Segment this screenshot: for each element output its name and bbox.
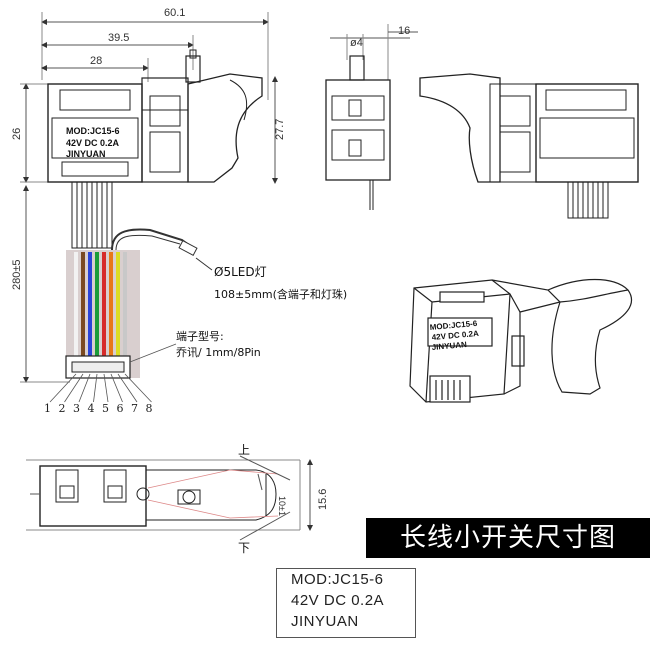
front-label-model: MOD:JC15-6	[66, 126, 120, 136]
nameplate-model: MOD:JC15-6	[291, 571, 384, 588]
dim-39-5: 39.5	[108, 32, 129, 44]
pin-leader-4	[93, 373, 98, 403]
dim-travel: 10±1	[277, 496, 287, 516]
pin-number-1: 1	[44, 402, 51, 415]
top-view	[26, 455, 313, 541]
pin-leader-6	[110, 373, 123, 403]
pin-number-6: 6	[117, 402, 124, 415]
pin-number-3: 3	[73, 402, 80, 415]
drawing-title: 长线小开关尺寸图	[366, 518, 650, 558]
direction-down-label: 下	[238, 541, 250, 555]
side-view	[325, 24, 418, 210]
pin-leader-1	[49, 373, 77, 403]
dim-26: 26	[11, 128, 23, 140]
iso-label-brand: JINYUAN	[431, 340, 467, 352]
iso-label-model: MOD:JC15-6	[429, 319, 478, 332]
pin-number-8: 8	[146, 402, 153, 415]
pin-leader-8	[124, 373, 152, 403]
pin-leader-5	[103, 373, 109, 403]
connector-note-line1: 端子型号:	[176, 329, 224, 343]
front-view	[20, 12, 278, 383]
rear-view	[419, 73, 639, 219]
wire-bundle	[74, 252, 127, 358]
pin-number-7: 7	[131, 402, 138, 415]
dim-width: 15.6	[317, 489, 329, 510]
dim-cable-length: 280±5	[11, 259, 23, 290]
dim-button-diameter: ø4	[350, 37, 363, 49]
connector-leader	[129, 343, 177, 363]
direction-up-label: 上	[238, 443, 250, 457]
pin-leader-2	[64, 373, 84, 403]
dim-27-7: 27.7	[274, 119, 286, 140]
pin-number-2: 2	[59, 402, 66, 415]
pin-number-4: 4	[88, 402, 95, 415]
nameplate-rating: 42V DC 0.2A	[291, 592, 385, 609]
dim-28: 28	[90, 55, 102, 67]
led-lead	[111, 228, 213, 271]
nameplate: MOD:JC15-6 42V DC 0.2A JINYUAN	[276, 568, 416, 638]
front-label-brand: JINYUAN	[66, 149, 106, 159]
pin-leader-7	[117, 373, 138, 403]
pin-leader-3	[78, 373, 91, 403]
connector	[65, 355, 131, 379]
iso-label-rating: 42V DC 0.2A	[431, 329, 479, 342]
front-label-rating: 42V DC 0.2A	[66, 138, 120, 148]
dim-overall-length: 60.1	[164, 7, 185, 19]
connector-note-line2: 乔讯/ 1mm/8Pin	[176, 346, 261, 359]
pin-number-5: 5	[102, 402, 109, 415]
isometric-view	[409, 278, 633, 403]
dim-side-width: 16	[398, 25, 410, 37]
led-note-line1: Ø5LED灯	[214, 265, 267, 279]
nameplate-brand: JINYUAN	[291, 613, 359, 630]
pin-leaders	[49, 373, 152, 403]
led-note-line2: 108±5mm(含端子和灯珠)	[214, 287, 347, 301]
